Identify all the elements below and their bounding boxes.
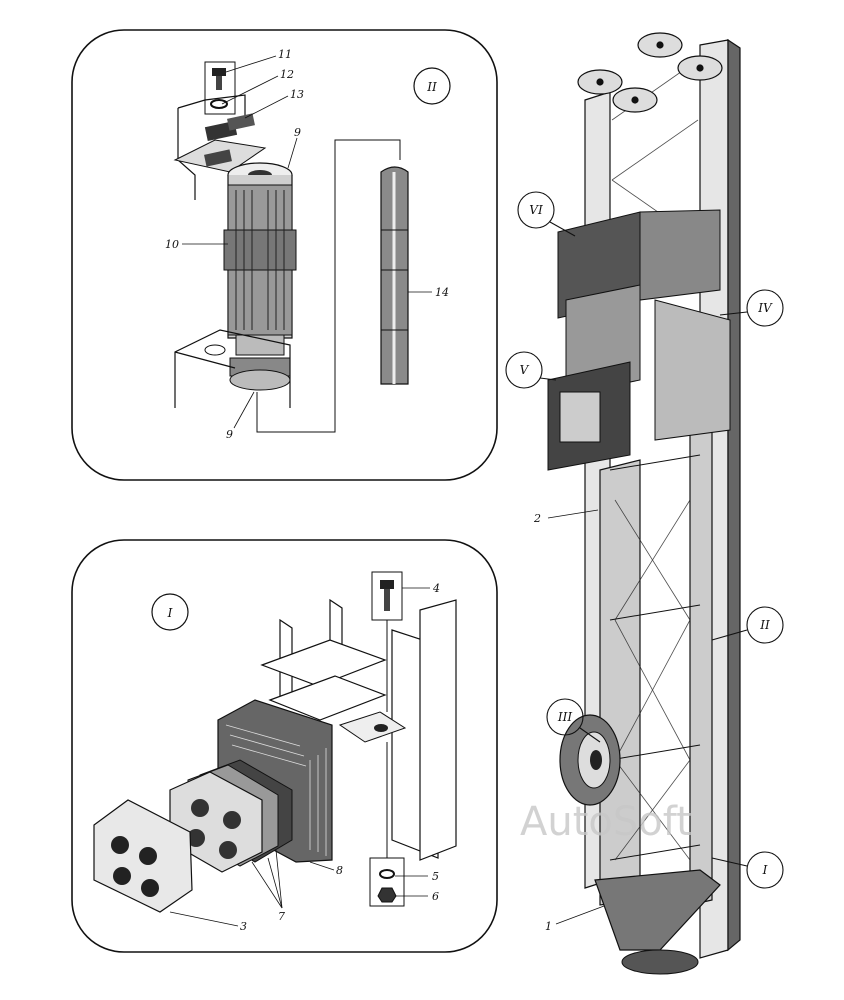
part-label-9-upper: 9: [294, 126, 301, 139]
panel-frame-top: [71, 29, 498, 481]
part-label-5: 5: [432, 870, 439, 883]
part-label-14: 14: [435, 286, 449, 299]
roman-circle-bottom: [151, 593, 189, 631]
roller-assembly: [223, 162, 297, 391]
part-label-4: 4: [432, 582, 440, 595]
angle-frame: [260, 598, 457, 861]
part-label-6: 6: [432, 890, 439, 903]
part-label-11: 11: [278, 48, 292, 61]
part-label-8: 8: [336, 864, 343, 877]
watermark: AutoSoft: [520, 799, 692, 845]
lower-carriage: [547, 361, 631, 471]
part-label-3: 3: [240, 920, 247, 933]
shaft: [380, 166, 409, 385]
part-label-7: 7: [278, 910, 285, 923]
roman-circle-top: [413, 67, 451, 105]
callout-v: V: [520, 363, 530, 377]
callout-ii: II: [759, 618, 770, 632]
callout-i: I: [762, 863, 768, 877]
front-plate: [93, 799, 193, 913]
detail-panel-i: I: [71, 539, 498, 953]
part-label-2: 2: [533, 512, 541, 525]
pulley: [559, 714, 621, 806]
detail-panel-ii: II: [71, 29, 498, 481]
part-label-10: 10: [165, 238, 179, 251]
upper-carriage: [557, 209, 731, 441]
callout-iii: III: [557, 710, 572, 724]
mast-assembly: VI V IV II III I 2 1: [505, 32, 784, 975]
part-label-12: 12: [280, 68, 294, 81]
panel-frame-bottom: [71, 539, 498, 953]
roman-label-top: II: [426, 80, 437, 94]
bolt-head: [212, 68, 226, 76]
top-sheaves: [577, 32, 723, 113]
washer: [210, 99, 228, 109]
roman-label-bottom: I: [167, 606, 173, 620]
bolt-shank: [216, 76, 222, 90]
part-label-13: 13: [290, 88, 304, 101]
callout-vi: VI: [529, 203, 543, 217]
part-label-9-lower: 9: [226, 428, 233, 441]
mast-base: [594, 869, 721, 975]
nut-box: [369, 857, 405, 907]
callout-iv: IV: [757, 301, 773, 315]
assembly-line-top: [256, 139, 401, 433]
part-label-1: 1: [545, 920, 552, 933]
bolt-box: [204, 61, 236, 115]
